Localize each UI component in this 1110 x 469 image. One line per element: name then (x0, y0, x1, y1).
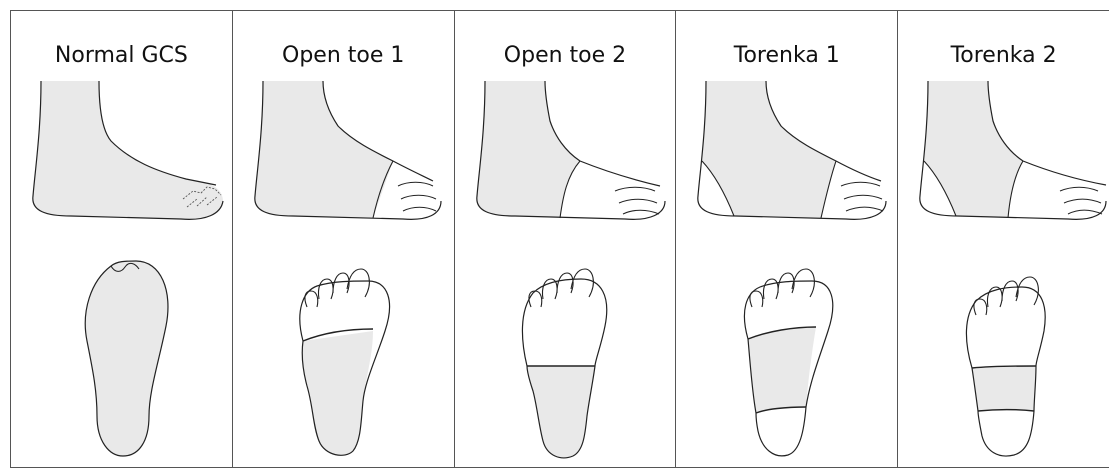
panel-normal-gcs: Normal GCS (11, 11, 233, 467)
side-foot-view (698, 81, 886, 219)
panel-illustration (676, 11, 898, 467)
panel-open-toe-2: Open toe 2 (455, 11, 677, 467)
panel-illustration (11, 11, 233, 467)
panel-torenka-1: Torenka 1 (676, 11, 898, 467)
figure-frame: Normal GCS Open toe 1 (10, 10, 1109, 468)
sole-view (522, 269, 606, 458)
sole-view (967, 277, 1046, 456)
side-foot-view (33, 81, 223, 219)
sole-view (745, 269, 833, 456)
sole-view (300, 269, 390, 455)
panel-illustration (455, 11, 677, 467)
side-foot-view (476, 81, 664, 219)
side-foot-view (920, 81, 1106, 219)
sole-view (85, 261, 168, 456)
panel-illustration (233, 11, 455, 467)
side-foot-view (255, 81, 441, 219)
panel-illustration (898, 11, 1109, 467)
panel-open-toe-1: Open toe 1 (233, 11, 455, 467)
panel-torenka-2: Torenka 2 (898, 11, 1109, 467)
